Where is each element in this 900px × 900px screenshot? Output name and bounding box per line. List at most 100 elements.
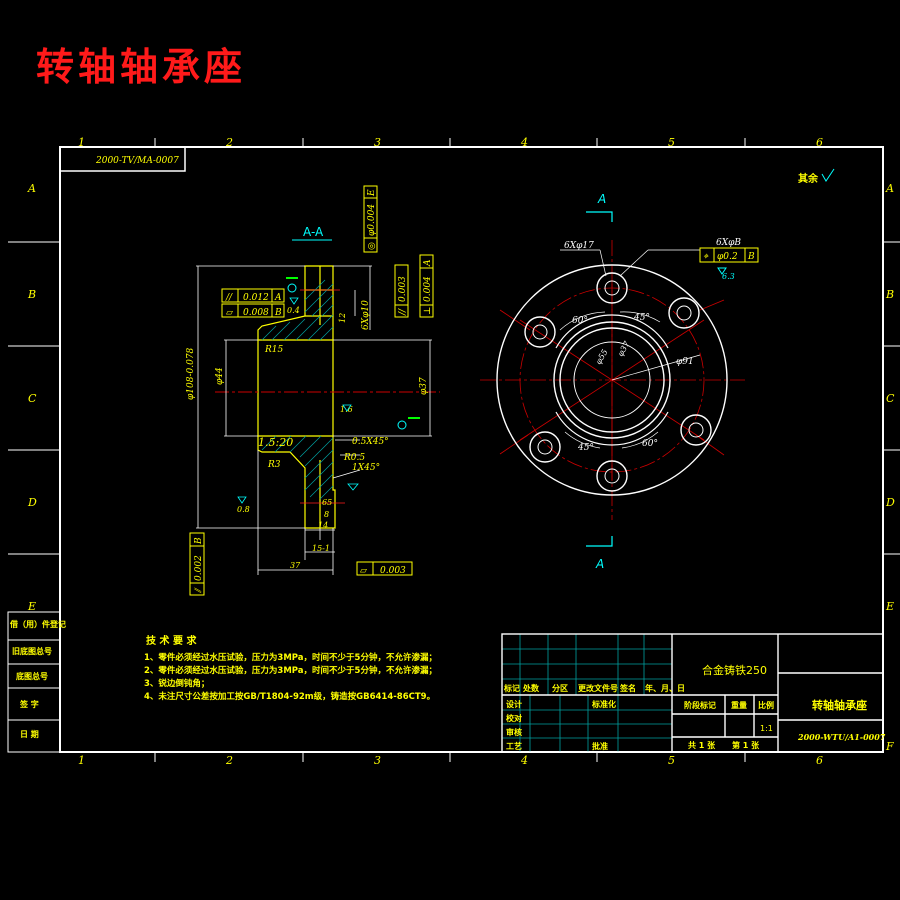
flange-outer-circle — [496, 264, 728, 496]
pos-tol-ref: B — [747, 252, 755, 262]
tol-2-sym: ▱ — [226, 308, 233, 318]
tol-3-ref: E — [367, 189, 377, 197]
pos-tol-frame — [699, 247, 759, 263]
dim-holes: 6Xφ10 — [361, 300, 371, 330]
section-mark-bottom: A — [595, 557, 604, 571]
dim-cham1: 0.5X45° — [352, 437, 389, 447]
left-strip-1: 借（用）件登记 — [9, 619, 66, 629]
drawing-title: 转轴轴承座 — [36, 44, 247, 89]
zone-col-4: 4 — [520, 136, 528, 149]
zone-col-2b: 2 — [225, 754, 233, 767]
section-hatching — [261, 279, 334, 500]
dim-cham2: 1X45° — [352, 463, 380, 473]
hub-relief-arc — [555, 411, 669, 446]
zone-row-c-r: C — [886, 392, 895, 405]
dim-15: 15-1 — [312, 544, 330, 553]
bolt-hole — [668, 297, 700, 329]
zone-col-1: 1 — [78, 136, 85, 149]
pos-tol-val: φ0.2 — [717, 252, 738, 262]
bore-circle — [573, 341, 651, 419]
datum-markers — [286, 277, 420, 430]
left-strip-3: 底图总号 — [15, 671, 48, 681]
role-review: 审核 — [506, 727, 522, 737]
dim-37b: 37 — [290, 561, 301, 570]
dim-taper: 1.5:20 — [258, 436, 293, 449]
zone-row-d: D — [27, 496, 37, 509]
zone-row-e: E — [27, 600, 36, 613]
tol-2-ref: B — [274, 308, 282, 318]
zone-ticks — [8, 138, 900, 762]
rev-col-3: 分区 — [552, 683, 568, 693]
section-mark-top: A — [597, 192, 606, 206]
tech-item-2: 2、零件必须经过水压试验，压力为3MPa，时间不少于5分钟，不允许渗漏； — [144, 665, 437, 676]
zone-col-1b: 1 — [78, 754, 85, 767]
angle-45-top: 45° — [633, 313, 650, 323]
dim-d55: φ55 — [594, 348, 610, 366]
zone-row-c: C — [28, 392, 37, 405]
front-view: A A — [480, 192, 759, 571]
front-circles — [496, 264, 728, 496]
material: 合金铸铁250 — [702, 663, 767, 677]
roughness-icon — [289, 297, 299, 305]
tech-item-4: 4、未注尺寸公差按加工按GB/T1804-92m级，铸造按GB6414-86CT… — [144, 691, 435, 702]
tol-4-val: 0.004 — [423, 276, 433, 302]
scale: 1:1 — [760, 724, 773, 733]
bolt-hole — [680, 414, 712, 446]
front-rough-63: 6.3 — [722, 272, 735, 281]
tol-5-val: 0.003 — [398, 276, 408, 302]
tolerance-frames — [189, 185, 434, 596]
tol-1-ref: A — [274, 293, 282, 303]
zone-row-f-r: F — [885, 740, 894, 753]
left-strip-grid — [7, 611, 61, 753]
tech-requirements: 技 术 要 求 1、零件必须经过水压试验，压力为3MPa，时间不少于5分钟，不允… — [144, 634, 437, 702]
zone-col-4b: 4 — [520, 754, 528, 767]
zone-col-5b: 5 — [668, 754, 675, 767]
weight: 重量 — [731, 700, 747, 710]
tech-item-3: 3、锐边倒钝角； — [144, 678, 209, 689]
dim-d37-front: φ37 — [616, 339, 632, 358]
rev-col-2: 处数 — [522, 683, 540, 693]
standardization: 标准化 — [591, 699, 616, 709]
zone-row-a-r: A — [885, 182, 894, 195]
zone-col-3: 3 — [374, 136, 381, 149]
tol-1-val: 0.012 — [243, 293, 269, 303]
bolt-hole — [524, 316, 556, 348]
section-roughness-icons — [237, 297, 359, 504]
tol-3-val: φ0.004 — [367, 204, 377, 236]
tol-6-sym: ⫽ — [194, 587, 204, 594]
title-block-grid — [501, 633, 884, 753]
zone-col-6b: 6 — [816, 754, 823, 767]
datum-b-icon — [397, 420, 407, 430]
holes-pos-label: 6XφB — [716, 238, 741, 248]
tol-7-val: 0.003 — [380, 566, 406, 576]
angle-45-bottom: 45° — [577, 443, 594, 453]
rev-col-1: 标记 — [503, 683, 520, 693]
left-strip-2: 旧底图总号 — [12, 646, 52, 656]
hub-circle — [553, 321, 671, 439]
section-dim-texts: φ108-0.078 φ44 φ37 R15 R3 R0.5 0.5X45° 1… — [186, 300, 429, 570]
approve: 批准 — [592, 741, 608, 751]
tolerance-texts: // 0.012 A ▱ 0.008 B ◎ φ0.004 E ⊥ 0.004 … — [194, 189, 433, 594]
zone-row-b: B — [27, 288, 36, 301]
tol-4-sym: ⊥ — [423, 307, 433, 315]
zone-row-a: A — [27, 182, 36, 195]
title-block-texts: 合金铸铁250 转轴轴承座 2000-WTU/A1-0007 标记 处数 分区 … — [503, 663, 886, 751]
tol-1-sym: // — [225, 293, 233, 303]
angle-60-bottom: 60° — [642, 439, 658, 449]
hub-inner-circle — [559, 327, 665, 433]
zone-col-5: 5 — [668, 136, 675, 149]
role-check: 校对 — [506, 713, 522, 723]
tol-3-sym: ◎ — [367, 242, 377, 250]
tech-item-1: 1、零件必须经过水压试验，压力为3MPa，时间不少于5分钟，不允许渗漏； — [144, 652, 437, 663]
front-texts: 6Xφ17 6XφB ⌖ φ0.2 B 6.3 60° 45° 45° 60° … — [564, 238, 755, 453]
dim-d108: φ108-0.078 — [186, 347, 196, 400]
tol-6-val: 0.002 — [194, 555, 204, 581]
tol-7-sym: ▱ — [360, 566, 367, 576]
roughness-rest-label: 其余 — [798, 172, 819, 185]
roughness-icon — [237, 496, 247, 504]
dim-65: 65 — [322, 498, 332, 507]
scale-label: 比例 — [758, 700, 774, 710]
zone-row-e-r: E — [885, 600, 894, 613]
stage-mark: 阶段标记 — [684, 700, 716, 710]
